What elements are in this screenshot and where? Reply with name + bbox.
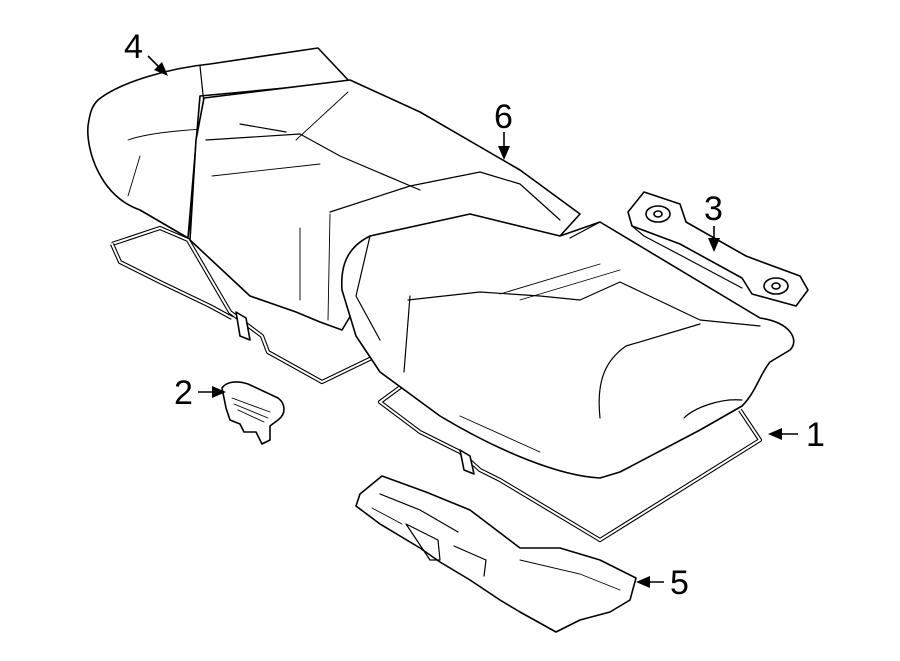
callout-1: 1 [768, 416, 825, 454]
seat-cushion-left-section [87, 47, 351, 239]
callout-label-4: 4 [124, 28, 143, 66]
callout-label-1: 1 [806, 416, 825, 454]
callout-label-3: 3 [704, 190, 723, 228]
seat-cushion-right-section [340, 213, 795, 479]
callout-2: 2 [174, 374, 226, 412]
cushion-clip [221, 381, 285, 445]
callout-label-2: 2 [174, 374, 193, 412]
callout-6: 6 [494, 98, 513, 160]
callout-label-6: 6 [494, 98, 513, 136]
callout-5: 5 [636, 564, 689, 602]
callout-4: 4 [124, 28, 168, 76]
trim-cover-panel [355, 475, 637, 633]
callout-3: 3 [704, 190, 723, 252]
callout-label-5: 5 [670, 564, 689, 602]
mounting-bracket [627, 191, 809, 307]
